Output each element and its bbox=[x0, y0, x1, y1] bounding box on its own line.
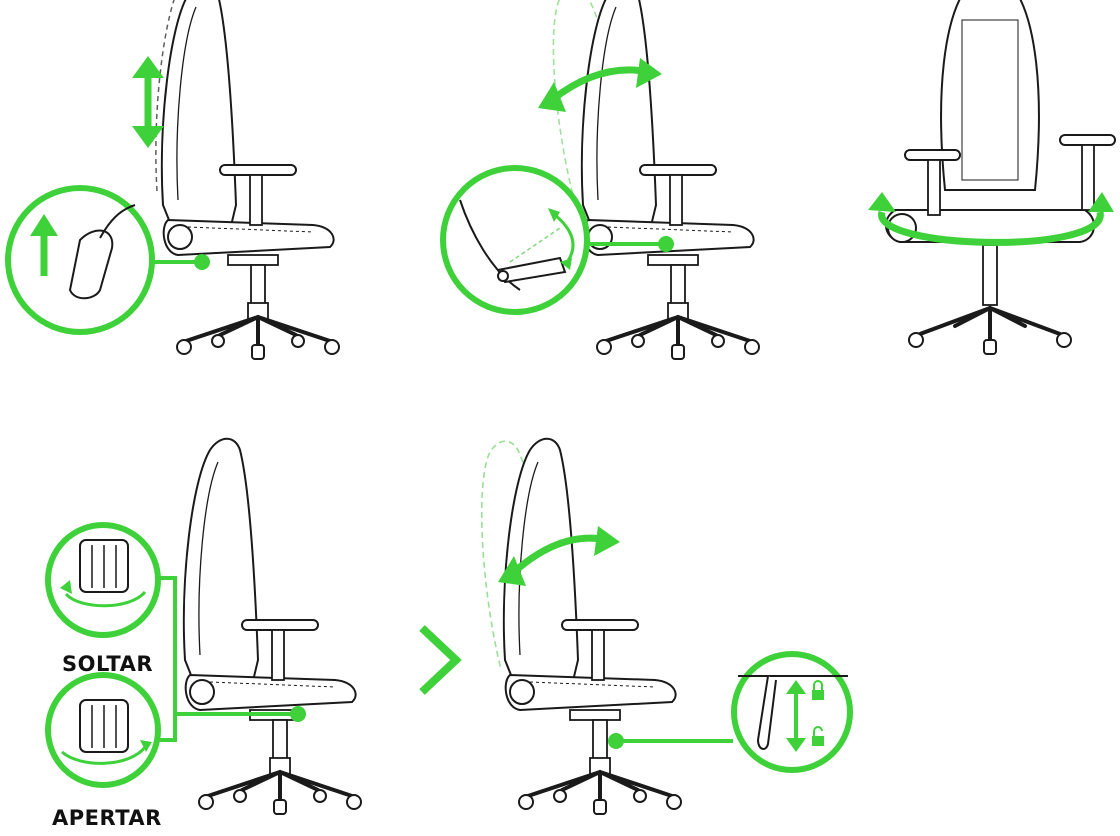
chevron-right-icon bbox=[422, 628, 456, 692]
panel-tilt-lock bbox=[461, 436, 850, 814]
panel-backrest-recline bbox=[443, 0, 759, 359]
panel-tilt-tension bbox=[48, 439, 361, 814]
tilt-lock-lever-icon bbox=[608, 654, 850, 770]
chair-illustration bbox=[156, 0, 339, 359]
knob-tighten-icon bbox=[48, 675, 158, 785]
tighten-label: APERTAR bbox=[52, 806, 162, 830]
release-label: SOLTAR bbox=[62, 652, 153, 676]
panel-swivel bbox=[868, 0, 1115, 354]
chair-illustration bbox=[530, 0, 759, 359]
double-arrow-vertical-icon bbox=[132, 56, 164, 148]
knob-release-icon bbox=[48, 525, 158, 635]
chair-illustration bbox=[461, 436, 681, 814]
chair-illustration bbox=[886, 0, 1115, 354]
chair-illustration bbox=[184, 439, 361, 814]
panel-seat-height bbox=[8, 0, 339, 359]
